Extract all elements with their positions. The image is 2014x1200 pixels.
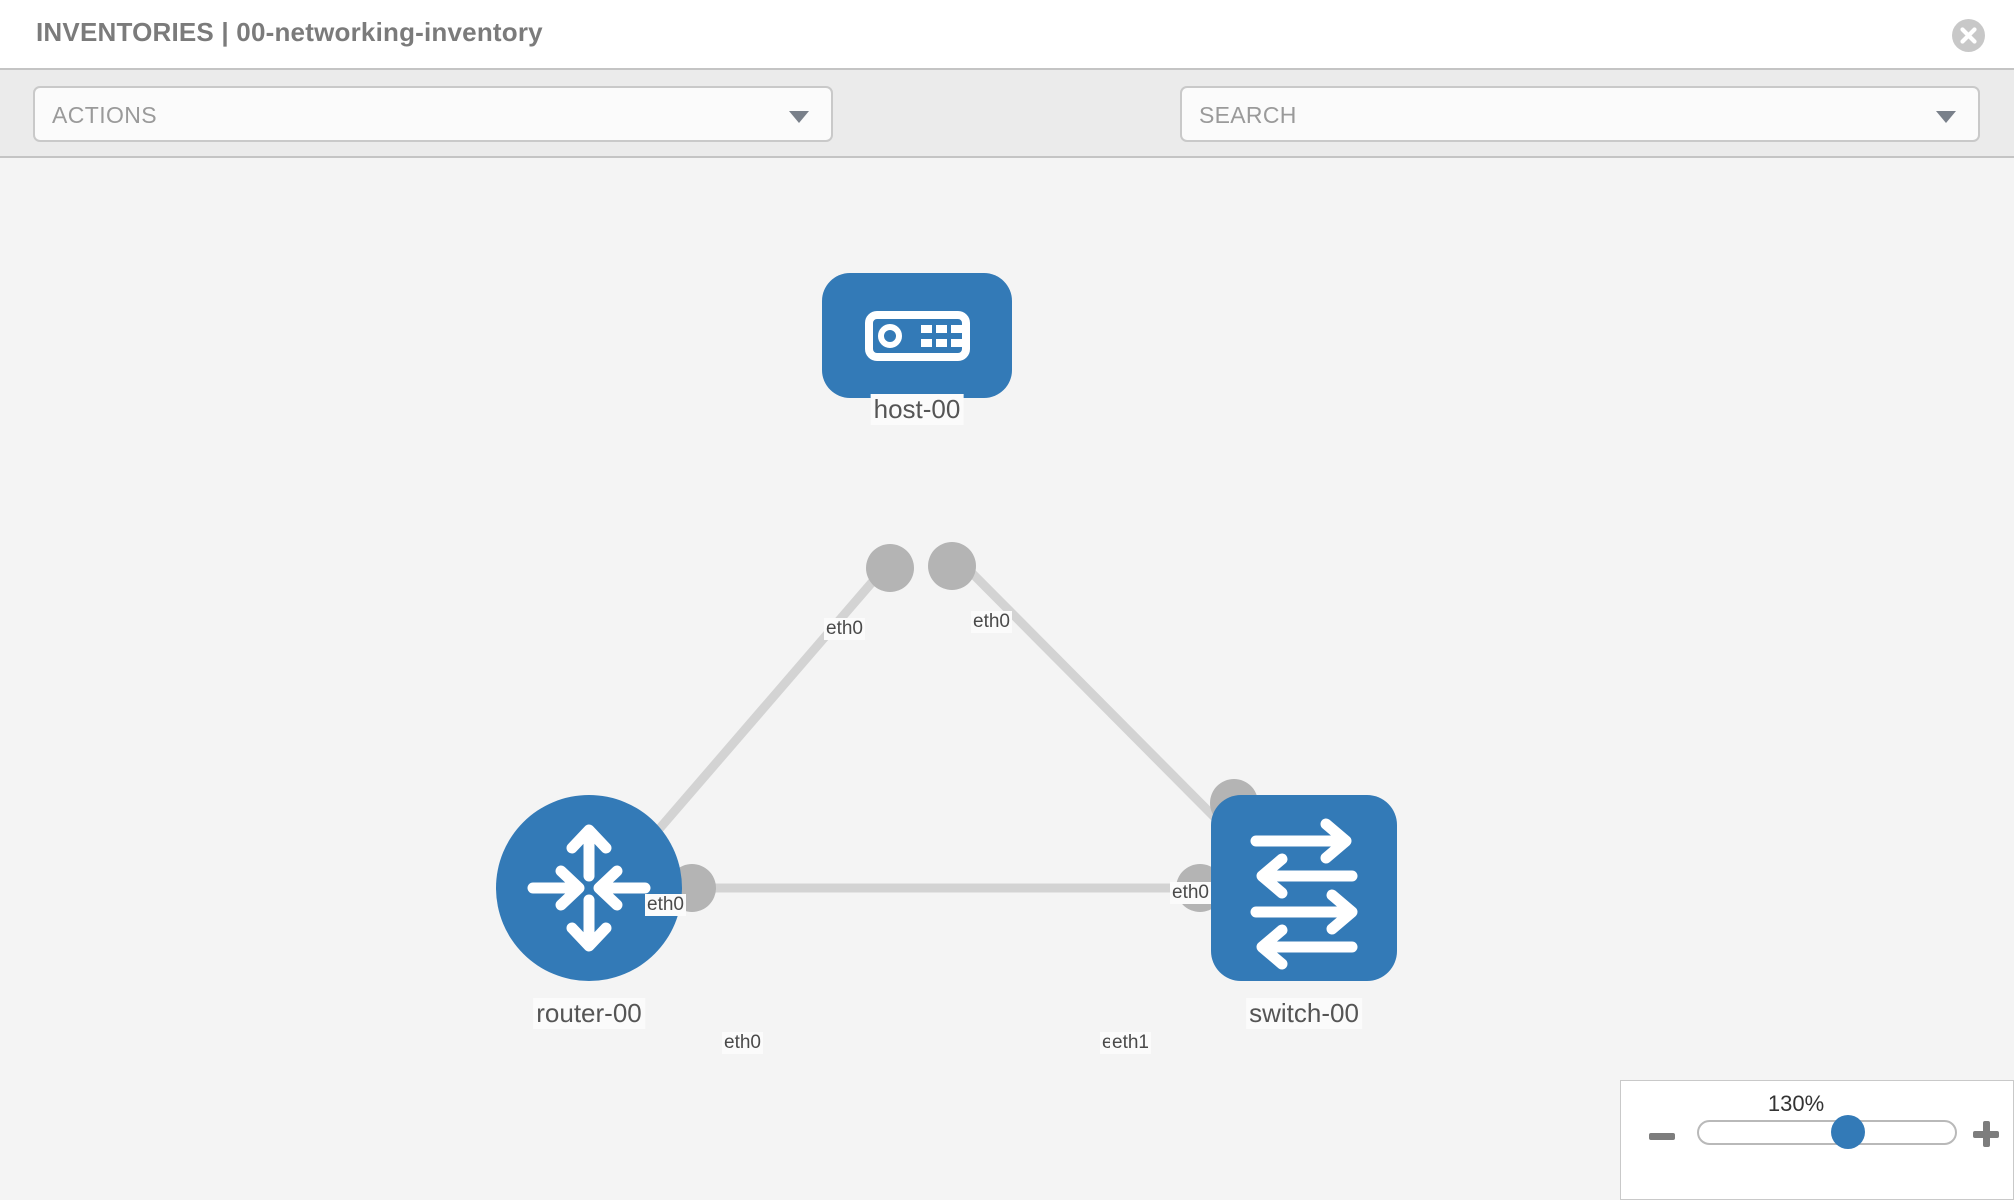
toolbar: ACTIONS SEARCH: [0, 68, 2014, 198]
router-icon: [527, 824, 651, 952]
edge-host00-router00: [625, 555, 897, 867]
node-label-router-00: router-00: [533, 998, 645, 1029]
search-input[interactable]: SEARCH: [1180, 86, 1980, 142]
zoom-in-button[interactable]: [1973, 1121, 1999, 1147]
actions-dropdown-label: ACTIONS: [52, 102, 158, 128]
topology-endpoints: [668, 542, 1258, 912]
page-header: INVENTORIES | 00-networking-inventory: [0, 0, 2014, 68]
interface-label: eth0: [1170, 882, 1211, 904]
node-switch-00[interactable]: [1211, 795, 1397, 981]
endpoint-host00-left: [866, 544, 914, 592]
topology-canvas[interactable]: host-00 router-00 switch-00 eth0 eth0 et…: [0, 158, 2014, 1200]
interface-label: eth0: [824, 618, 865, 640]
chevron-down-icon[interactable]: [1936, 111, 1956, 123]
endpoint-host00-right: [928, 542, 976, 590]
interface-label: eth0: [645, 894, 686, 916]
edge-host00-switch00: [951, 552, 1259, 862]
page-title: INVENTORIES | 00-networking-inventory: [36, 17, 543, 47]
node-label-host-00: host-00: [870, 394, 964, 425]
actions-dropdown[interactable]: ACTIONS: [33, 86, 833, 142]
switch-icon: [1250, 818, 1358, 970]
node-host-00[interactable]: [822, 273, 1012, 398]
interface-label: eth1: [1110, 1032, 1151, 1054]
interface-label: eth0: [722, 1032, 763, 1054]
zoom-out-button[interactable]: [1649, 1133, 1675, 1140]
zoom-slider-track[interactable]: [1697, 1120, 1957, 1145]
zoom-slider-thumb[interactable]: [1831, 1115, 1865, 1149]
server-icon: [865, 311, 970, 361]
interface-label: eth0: [971, 611, 1012, 633]
close-icon[interactable]: [1952, 19, 1985, 52]
chevron-down-icon: [789, 111, 809, 123]
node-label-switch-00: switch-00: [1246, 998, 1362, 1029]
topology-edges: [625, 552, 1259, 893]
node-router-00[interactable]: [496, 795, 682, 981]
search-placeholder: SEARCH: [1199, 102, 1297, 128]
zoom-control-panel: 130%: [1620, 1080, 2014, 1200]
zoom-level-value: 130%: [1767, 1091, 1825, 1116]
topology-graph: [496, 273, 1397, 981]
